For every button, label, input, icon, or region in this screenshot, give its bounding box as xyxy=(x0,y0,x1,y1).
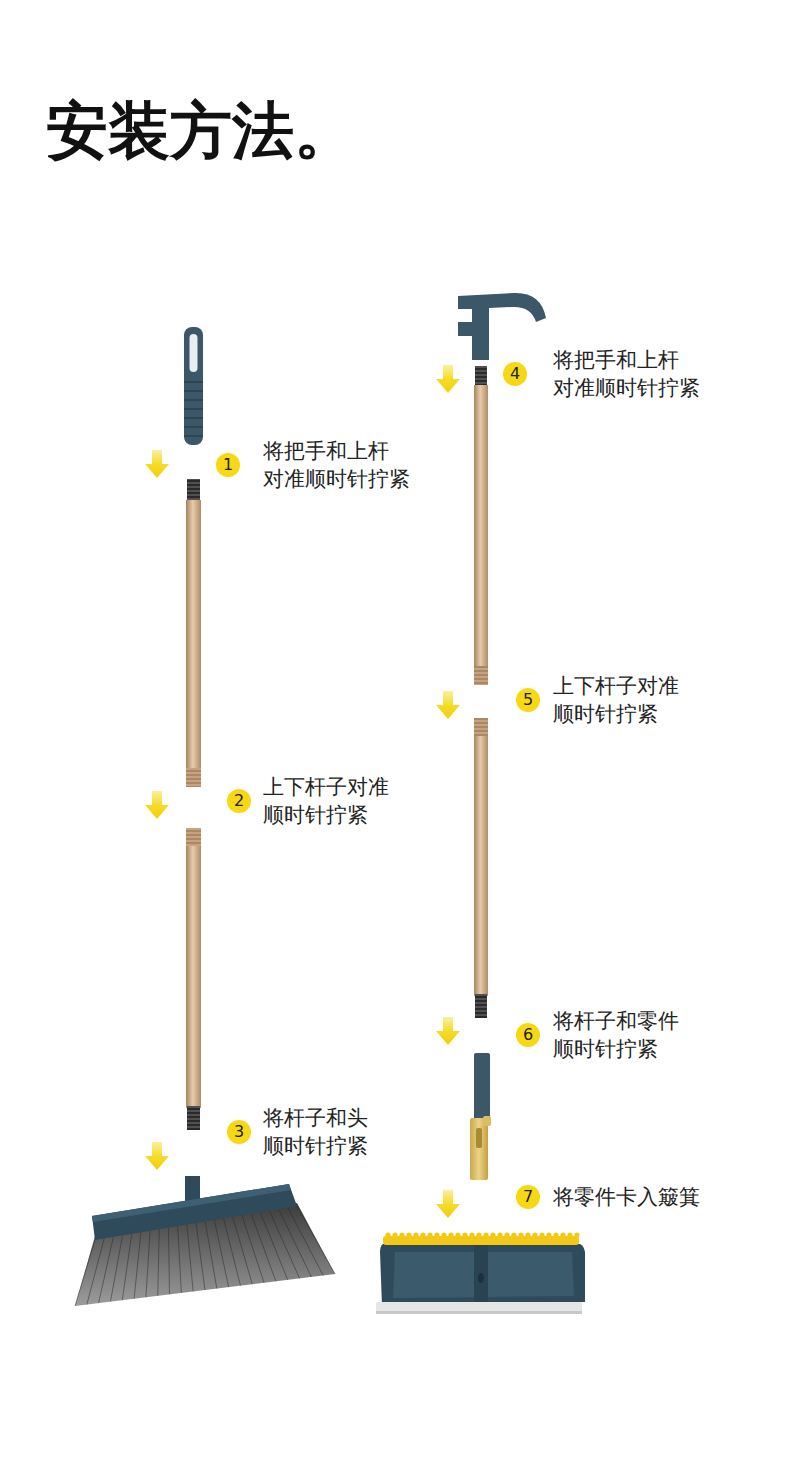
comb-tooth xyxy=(567,1232,572,1237)
bristle-stroke xyxy=(260,1212,287,1280)
comb-tooth xyxy=(546,1232,551,1237)
comb-tooth xyxy=(441,1232,446,1237)
comb-tooth xyxy=(504,1232,509,1237)
grip-ring xyxy=(184,426,203,428)
bristle-stroke xyxy=(288,1208,323,1276)
comb-tooth xyxy=(406,1232,411,1237)
step-callout: 7 将零件卡入簸箕 xyxy=(516,1183,700,1211)
comb-tooth xyxy=(399,1232,404,1237)
bristle-stroke xyxy=(242,1215,264,1282)
bristle-stroke xyxy=(134,1232,141,1298)
comb-tooth xyxy=(532,1232,537,1237)
bristle-stroke xyxy=(87,1238,104,1304)
bristle-stroke xyxy=(297,1206,335,1274)
callout-number: 2 xyxy=(227,789,251,813)
comb-tooth xyxy=(476,1232,481,1237)
grip-ring xyxy=(184,381,203,383)
bristle-stroke xyxy=(75,1240,95,1306)
callout-number: 5 xyxy=(516,688,540,712)
bristle-stroke xyxy=(233,1217,253,1284)
step-callout: 6 将杆子和零件 顺时针拧紧 xyxy=(516,1007,721,1063)
step-instruction: 将零件卡入簸箕 xyxy=(553,1183,700,1211)
bristle-stroke xyxy=(205,1221,217,1288)
callout-number: 3 xyxy=(227,1120,251,1144)
comb-tooth xyxy=(553,1232,558,1237)
step-callout: 3 将杆子和头 顺时针拧紧 xyxy=(227,1104,431,1160)
comb-tooth xyxy=(392,1232,397,1237)
bristle-stroke xyxy=(146,1231,150,1298)
comb-tooth xyxy=(574,1232,579,1237)
comb-tooth xyxy=(385,1232,390,1237)
grip-ring xyxy=(184,417,203,419)
step-callout: 2 上下杆子对准 顺时针拧紧 xyxy=(227,773,431,829)
bristle-stroke xyxy=(99,1237,114,1303)
comb-tooth xyxy=(448,1232,453,1237)
step-instruction: 将杆子和头 顺时针拧紧 xyxy=(263,1104,431,1160)
comb-tooth xyxy=(560,1232,565,1237)
comb-tooth xyxy=(469,1232,474,1237)
comb-tooth xyxy=(518,1232,523,1237)
callout-number: 7 xyxy=(516,1185,540,1209)
comb-tooth xyxy=(413,1232,418,1237)
bristle-stroke xyxy=(158,1229,160,1296)
comb-tooth xyxy=(525,1232,530,1237)
bristle-stroke xyxy=(196,1223,205,1290)
step-instruction: 上下杆子对准 顺时针拧紧 xyxy=(263,773,431,829)
grip-ring xyxy=(184,399,203,401)
step-callout: 5 上下杆子对准 顺时针拧紧 xyxy=(516,672,721,728)
comb-tooth xyxy=(455,1232,460,1237)
page-title: 安装方法。 xyxy=(46,92,356,170)
comb-tooth xyxy=(511,1232,516,1237)
bristle-stroke xyxy=(122,1234,131,1300)
comb-tooth xyxy=(483,1232,488,1237)
comb-tooth xyxy=(539,1232,544,1237)
callout-number: 1 xyxy=(216,453,240,477)
callout-number: 6 xyxy=(516,1023,540,1047)
step-instruction: 将杆子和零件 顺时针拧紧 xyxy=(553,1007,721,1063)
comb-tooth xyxy=(434,1232,439,1237)
step-callout: 1 将把手和上杆 对准顺时针拧紧 xyxy=(216,437,431,493)
comb-tooth xyxy=(462,1232,467,1237)
step-callout: 4 将把手和上杆 对准顺时针拧紧 xyxy=(503,346,721,402)
bristle-stroke xyxy=(178,1226,182,1293)
grip-ring xyxy=(184,390,203,392)
callout-number: 4 xyxy=(503,362,527,386)
grip-ring xyxy=(184,408,203,410)
comb-tooth xyxy=(490,1232,495,1237)
comb-tooth xyxy=(427,1232,432,1237)
bristle-stroke xyxy=(187,1225,193,1292)
grip-ring xyxy=(184,435,203,437)
bristle-stroke xyxy=(168,1228,169,1295)
step-instruction: 将把手和上杆 对准顺时针拧紧 xyxy=(263,437,431,493)
step-instruction: 将把手和上杆 对准顺时针拧紧 xyxy=(553,346,721,402)
bristle-stroke xyxy=(110,1235,122,1301)
bristle-stroke xyxy=(224,1218,241,1285)
comb-tooth xyxy=(497,1232,502,1237)
comb-tooth xyxy=(420,1232,425,1237)
step-instruction: 上下杆子对准 顺时针拧紧 xyxy=(553,672,721,728)
bristle-stroke xyxy=(251,1214,276,1282)
